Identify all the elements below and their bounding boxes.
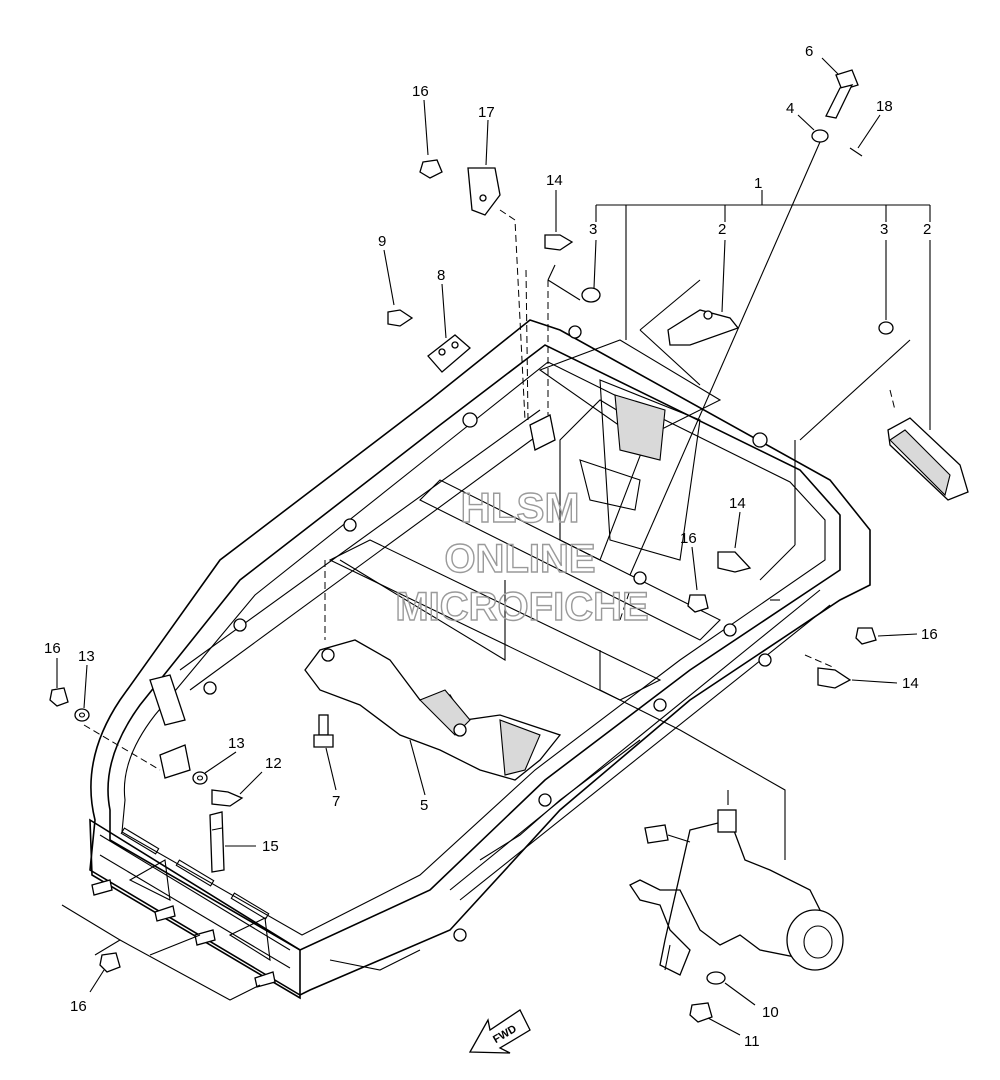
- forward-arrow: FWD: [468, 1009, 531, 1054]
- callout-14-top: 14: [546, 172, 563, 189]
- part-16-nut-top: [419, 159, 443, 179]
- callout-16-top: 16: [412, 83, 429, 100]
- callout-14-right1: 14: [729, 495, 746, 512]
- part-2-pad-right: [887, 417, 969, 501]
- part-4-washer: [811, 129, 829, 143]
- part-14-bolt-right1: [717, 551, 752, 573]
- part-10-washer: [706, 971, 726, 985]
- callout-11: 11: [744, 1033, 760, 1050]
- part-11-nut: [689, 1002, 713, 1023]
- callout-8: 8: [437, 267, 445, 284]
- callout-3-left: 3: [589, 221, 597, 238]
- part-12-bolt: [211, 789, 244, 807]
- part-16-nut-bottom: [99, 952, 121, 973]
- bumper-studs: [91, 879, 276, 988]
- callout-9: 9: [378, 233, 386, 250]
- callout-7: 7: [332, 793, 340, 810]
- part-3-grommet-right: [878, 321, 894, 335]
- callout-14-right2: 14: [902, 675, 919, 692]
- callout-13-left: 13: [78, 648, 95, 665]
- part-15-tag: [209, 811, 225, 873]
- part-16-nut-right: [687, 594, 709, 613]
- part-17-clip: [467, 167, 501, 216]
- part-16-nut-left: [49, 687, 69, 707]
- part-13-washer-left: [74, 708, 90, 722]
- callout-10: 10: [762, 1004, 779, 1021]
- part-9-bolt: [387, 309, 414, 327]
- callouts: 1 2 2 3 3 4 5 6 7 8 9 10 11 12 13 13 14 …: [44, 43, 938, 1050]
- leader-lines: [56, 57, 931, 1036]
- callout-12: 12: [265, 755, 282, 772]
- callout-2-right: 2: [923, 221, 931, 238]
- callout-2-left: 2: [718, 221, 726, 238]
- callout-16-left: 16: [44, 640, 61, 657]
- part-14-bolt-right2: [817, 667, 852, 689]
- part-13-washer-mid: [192, 771, 208, 785]
- callout-17: 17: [478, 104, 495, 121]
- callout-16-bottom: 16: [70, 998, 87, 1015]
- watermark-line2: ONLINE: [444, 537, 595, 581]
- part-8-plate: [427, 334, 471, 373]
- callout-5: 5: [420, 797, 428, 814]
- watermark: HLSM ONLINE MICROFICHE: [395, 483, 650, 629]
- watermark-line1: HLSM: [461, 484, 580, 531]
- part-18-pin: [849, 147, 863, 157]
- part-6-bolt: [825, 69, 859, 119]
- callout-3-right: 3: [880, 221, 888, 238]
- assembly-lines: [61, 209, 911, 1001]
- callout-15: 15: [262, 838, 279, 855]
- callout-4: 4: [786, 100, 794, 117]
- callout-16-right: 16: [680, 530, 697, 547]
- steering-assembly: [629, 790, 844, 976]
- frame-chassis: [89, 319, 871, 1000]
- part-5-guard: [304, 639, 562, 781]
- part-7-bolt: [313, 714, 334, 748]
- part-2-pad-left: [667, 309, 740, 346]
- watermark-line3: MICROFICHE: [395, 585, 648, 629]
- callout-13-mid: 13: [228, 735, 245, 752]
- callout-6: 6: [805, 43, 813, 60]
- callout-1: 1: [754, 175, 762, 192]
- callout-16-right2: 16: [921, 626, 938, 643]
- callout-18: 18: [876, 98, 893, 115]
- part-3-grommet-left: [581, 287, 601, 303]
- part-14-bolt-top: [544, 234, 574, 251]
- part-16-nut-right2: [855, 627, 877, 645]
